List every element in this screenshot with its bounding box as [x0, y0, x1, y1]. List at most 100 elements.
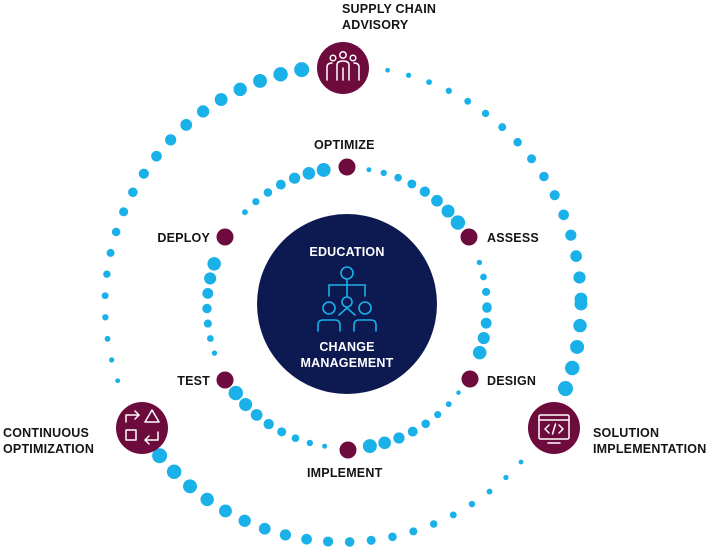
test-label: TEST	[177, 374, 210, 388]
outer-ring-dot	[366, 535, 376, 545]
outer-ring-dot	[104, 335, 111, 342]
inner-ring-dot	[302, 167, 316, 180]
outer-ring-dot	[166, 464, 182, 479]
inner-ring-dot	[394, 173, 402, 182]
outer-ring-dot	[574, 292, 588, 306]
test-node	[216, 371, 234, 389]
inner-ring-dot	[472, 345, 487, 360]
inner-ring-dot	[480, 273, 487, 281]
inner-ring-dot	[263, 188, 273, 197]
supply-chain-label-line1: SUPPLY CHAIN	[342, 2, 437, 16]
outer-ring-dot	[233, 82, 247, 97]
outer-ring-dot	[481, 109, 490, 118]
inner-ring-dot	[393, 432, 405, 444]
outer-ring-dot	[573, 318, 587, 333]
outer-ring-dot	[549, 190, 560, 201]
continuous-label-line2: OPTIMIZATION	[3, 442, 95, 456]
inner-ring-dot	[431, 194, 443, 207]
inner-ring-dot	[250, 409, 263, 421]
outer-ring-dot	[344, 537, 355, 547]
outer-ring-dots	[101, 62, 588, 547]
outer-ring-dot	[468, 500, 476, 508]
outer-ring-dot	[180, 119, 193, 131]
optimize-label: OPTIMIZE	[314, 138, 375, 152]
inner-ring-dot	[441, 204, 455, 218]
assess-node	[460, 228, 478, 246]
inner-ring-dot	[445, 401, 452, 408]
outer-ring-dot	[426, 79, 432, 86]
inner-ring-dot	[480, 317, 492, 329]
inner-ring-dot	[242, 209, 248, 216]
outer-ring-dot	[498, 123, 507, 132]
inner-ring-dot	[203, 319, 212, 328]
inner-ring-dot	[477, 331, 490, 345]
inner-ring-dot	[291, 434, 300, 443]
outer-ring-dot	[570, 250, 582, 262]
outer-ring-dot	[101, 292, 109, 300]
outer-ring-dot	[200, 492, 214, 507]
outer-ring-dot	[388, 532, 397, 542]
inner-ring-dots	[202, 163, 492, 454]
outer-ring-dot	[558, 209, 569, 221]
solution-label-line2: IMPLEMENTATION	[593, 442, 707, 456]
outer-ring-dot	[111, 227, 121, 237]
inner-ring-dot	[450, 215, 466, 230]
inner-ring-dot	[482, 287, 491, 296]
inner-ring-dot	[434, 411, 442, 419]
inner-ring-dot	[366, 167, 372, 173]
outer-ring-dot	[385, 67, 390, 73]
outer-ring-dot	[183, 479, 197, 494]
inner-ring-dot	[202, 303, 212, 314]
inner-ring-dot	[263, 418, 274, 430]
outer-ring-dot	[165, 134, 177, 146]
inner-ring-dot	[421, 419, 430, 429]
outer-ring-dot	[513, 138, 522, 147]
continuous-label-line1: CONTINUOUS	[3, 426, 90, 440]
outer-ring-dot	[570, 339, 585, 354]
outer-ring-dot	[294, 62, 310, 78]
outer-ring-dot	[445, 87, 452, 94]
outer-ring-dot	[258, 522, 271, 535]
outer-ring-dot	[128, 187, 138, 198]
outer-ring-dot	[539, 171, 549, 182]
inner-ring-dot	[419, 186, 431, 197]
inner-ring-dot	[288, 172, 301, 184]
center-title: EDUCATION	[309, 245, 385, 259]
center-circle	[257, 214, 437, 394]
inner-ring-dot	[275, 179, 286, 190]
outer-ring-dot	[214, 93, 228, 106]
outer-ring-dot	[115, 378, 121, 384]
inner-ring-dot	[252, 198, 260, 206]
outer-ring-dot	[279, 529, 292, 541]
assess-label: ASSESS	[487, 231, 539, 245]
inner-ring-dot	[306, 439, 313, 447]
inner-ring-dot	[228, 385, 243, 401]
inner-ring-dot	[211, 350, 218, 356]
supply-chain-label-line2: ADVISORY	[342, 18, 409, 32]
implement-node	[339, 441, 357, 459]
inner-ring-dot	[380, 169, 387, 177]
outer-ring-dot	[273, 67, 288, 82]
inner-ring-dot	[456, 390, 461, 395]
inner-step-nodes	[216, 158, 479, 459]
inner-ring-dot	[206, 335, 214, 342]
outer-ring-dot	[103, 270, 111, 278]
outer-ring-dot	[119, 207, 129, 217]
inner-ring-dot	[204, 272, 217, 285]
inner-ring-dot	[316, 163, 331, 177]
center-subtitle-line1: CHANGE	[319, 340, 375, 354]
outer-ring-dot	[322, 536, 334, 547]
outer-ring-dot	[138, 168, 149, 179]
inner-ring-dot	[202, 287, 214, 299]
implement-label: IMPLEMENT	[307, 466, 383, 480]
deploy-label: DEPLOY	[157, 231, 210, 245]
center-subtitle-line2: MANAGEMENT	[300, 356, 394, 370]
continuous-optimization-node	[116, 402, 168, 454]
outer-ring-dot	[253, 73, 267, 88]
outer-ring-dot	[557, 381, 574, 397]
continuous-optimization-label: CONTINUOUS OPTIMIZATION	[3, 425, 94, 457]
outer-ring-dot	[527, 154, 537, 164]
design-label: DESIGN	[487, 374, 537, 388]
